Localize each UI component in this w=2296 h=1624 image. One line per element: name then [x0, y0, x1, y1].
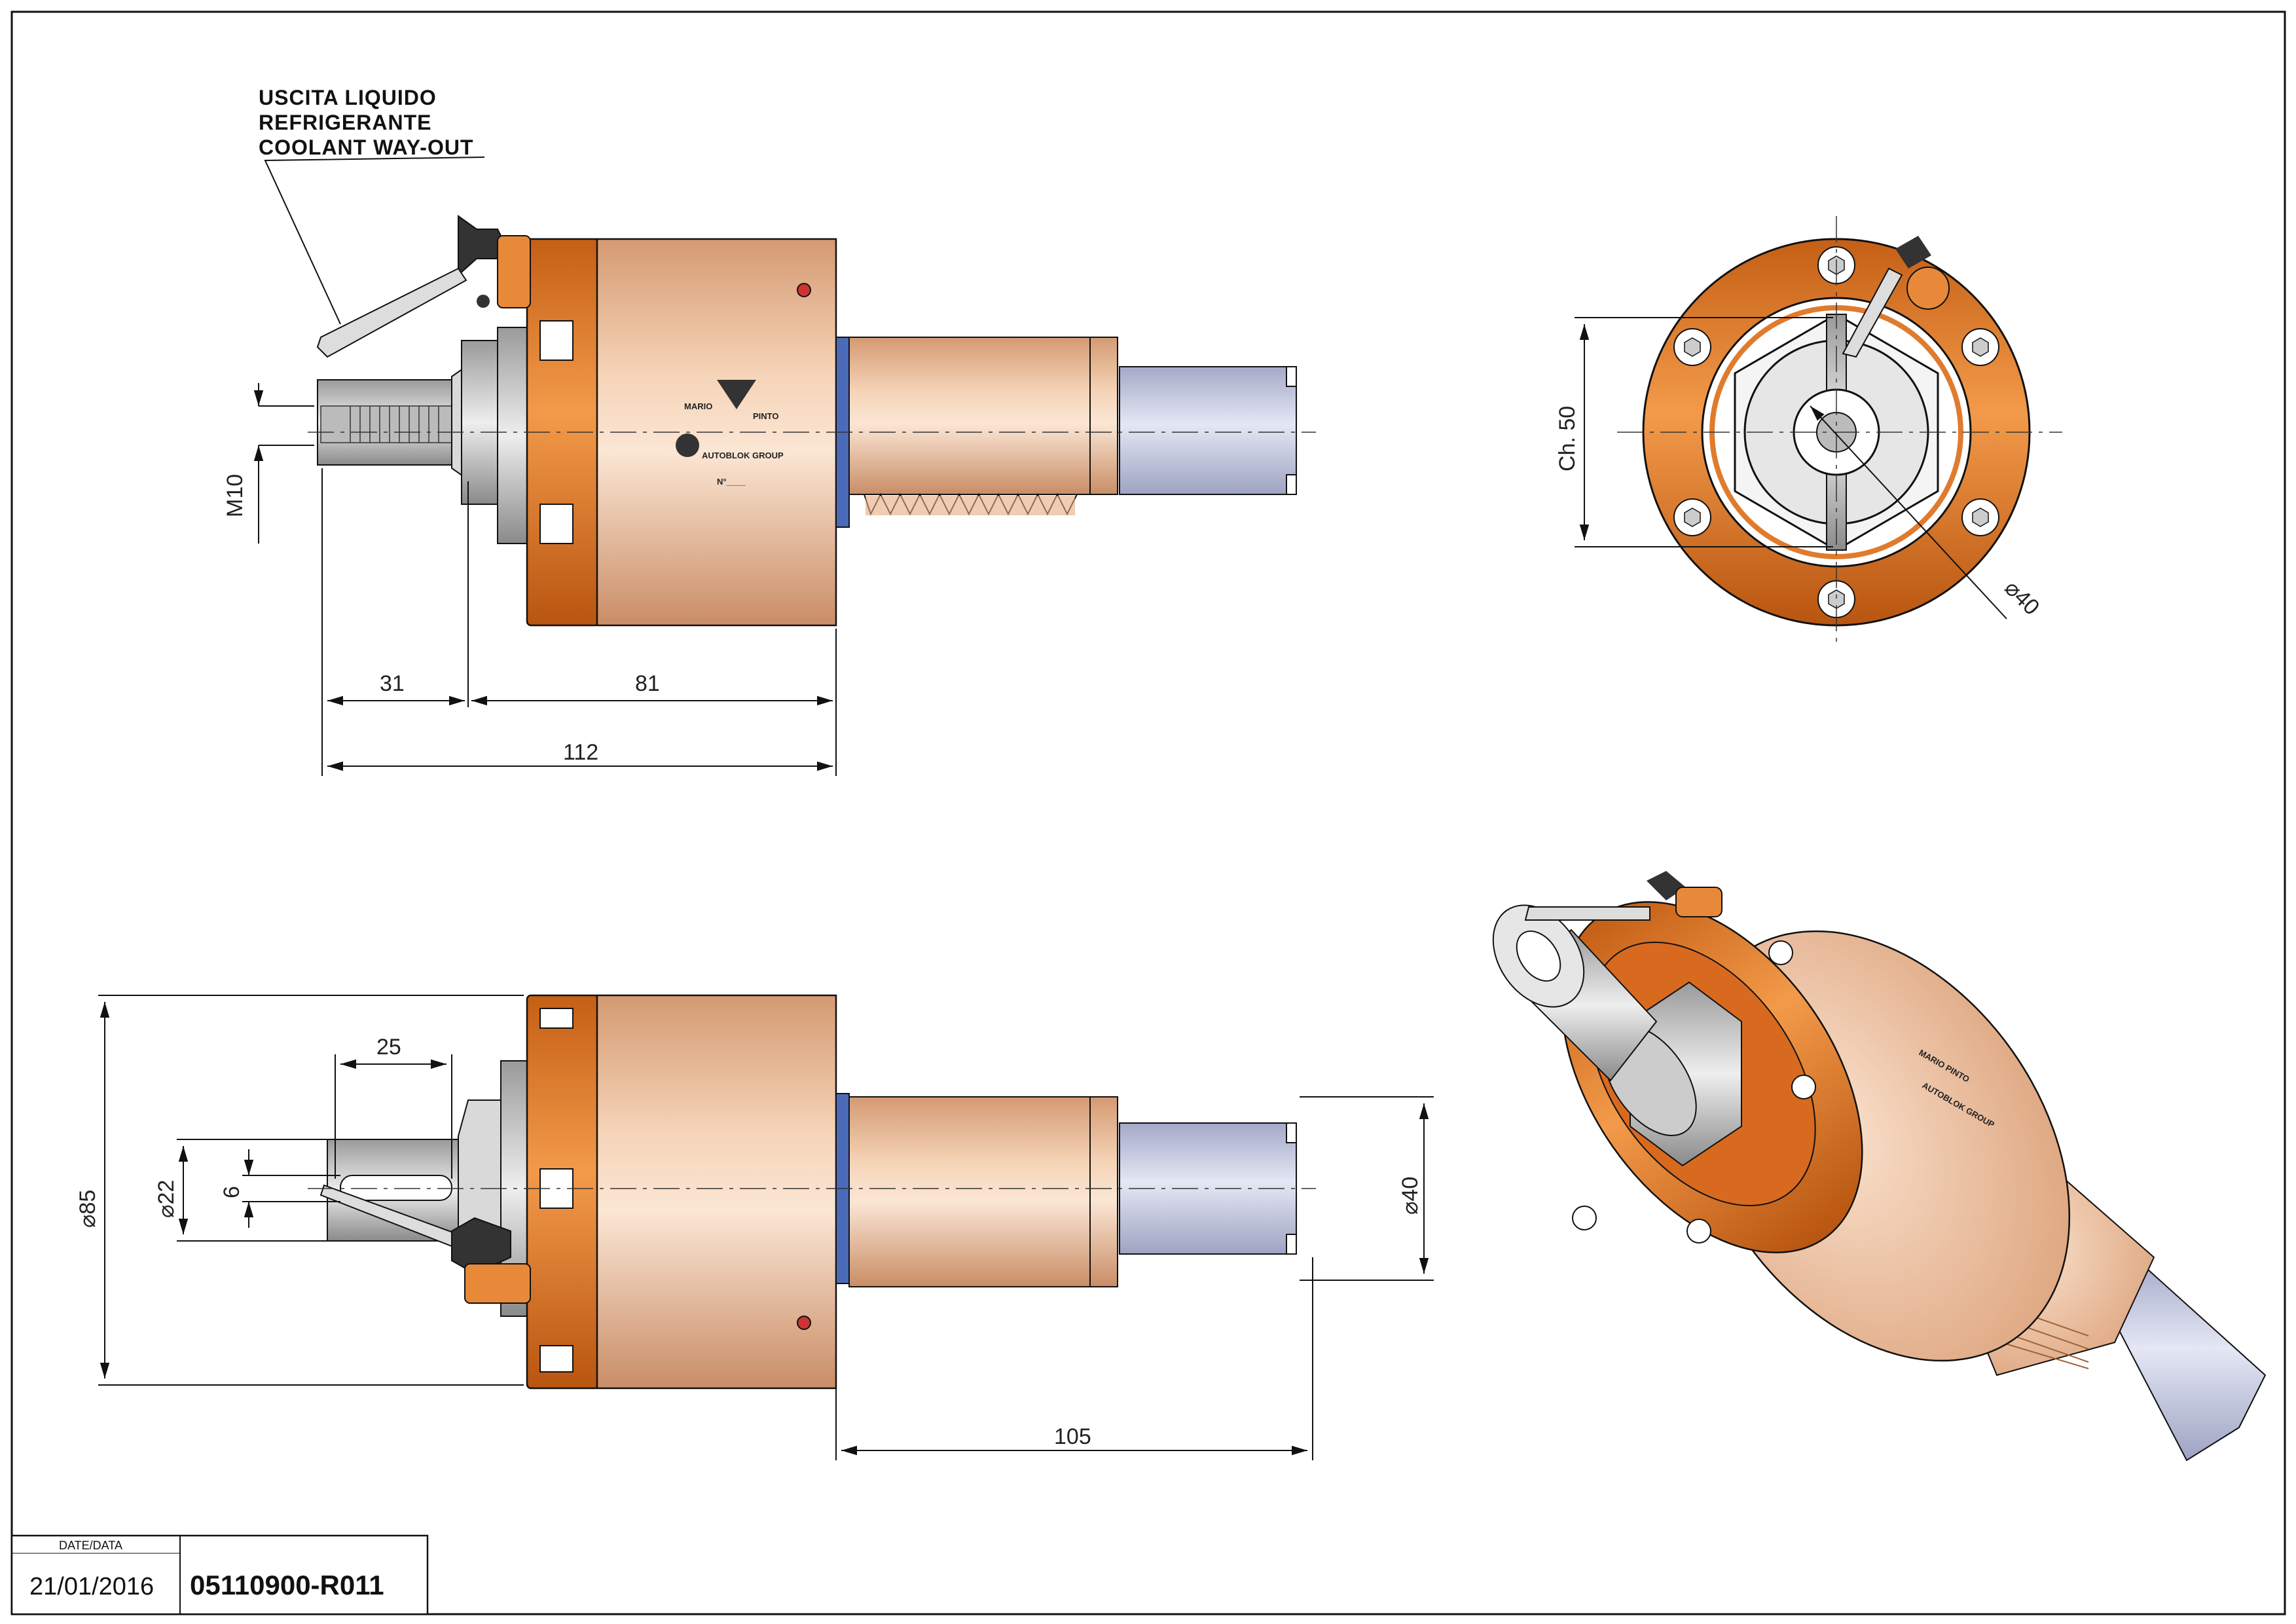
front-view — [1617, 216, 2062, 648]
dim-dia-22: ⌀22 — [154, 1180, 179, 1218]
dim-hex-50: Ch. 50 — [1555, 406, 1580, 471]
lower-side-view — [308, 994, 1316, 1390]
brand-group: AUTOBLOK GROUP — [702, 451, 784, 460]
front-dimensions — [1575, 317, 2007, 619]
dim-112: 112 — [563, 740, 598, 765]
callout-line-3: COOLANT WAY-OUT — [259, 136, 473, 159]
dim-lower-dia-40: ⌀40 — [1398, 1177, 1423, 1215]
coolant-callout: USCITA LIQUIDO REFRIGERANTE COOLANT WAY-… — [259, 86, 485, 325]
dim-front-dia-40: ⌀40 — [1999, 576, 2044, 620]
brand-logo-side: MARIO PINTO AUTOBLOK GROUP N°____ — [676, 380, 784, 487]
callout-line-2: REFRIGERANTE — [259, 111, 431, 134]
title-block: DATE/DATA 21/01/2016 05110900-R011 — [10, 1534, 429, 1615]
dim-81: 81 — [635, 671, 660, 696]
lower-dimensions — [98, 995, 1434, 1460]
brand-name-1: MARIO — [684, 401, 712, 411]
coolant-fitting-side — [316, 215, 531, 358]
dim-key-6: 6 — [219, 1186, 244, 1198]
dim-105: 105 — [1054, 1424, 1091, 1449]
date-label: DATE/DATA — [59, 1539, 122, 1552]
dim-m10: M10 — [223, 474, 247, 517]
dim-31: 31 — [380, 671, 405, 696]
callout-line-1: USCITA LIQUIDO — [259, 86, 437, 109]
dim-dia-85: ⌀85 — [75, 1190, 100, 1228]
drawing-date: 21/01/2016 — [29, 1573, 154, 1600]
drawing-code: 05110900-R011 — [190, 1570, 384, 1600]
brand-serial: N°____ — [717, 477, 746, 487]
side-view: MARIO PINTO AUTOBLOK GROUP N°____ — [308, 215, 1316, 627]
sheet-border — [10, 10, 2286, 1615]
isometric-view: MARIO PINTO AUTOBLOK GROUP — [1492, 871, 2267, 1462]
dim-25: 25 — [376, 1035, 401, 1060]
brand-name-2: PINTO — [753, 411, 779, 421]
side-dimensions — [253, 383, 837, 776]
